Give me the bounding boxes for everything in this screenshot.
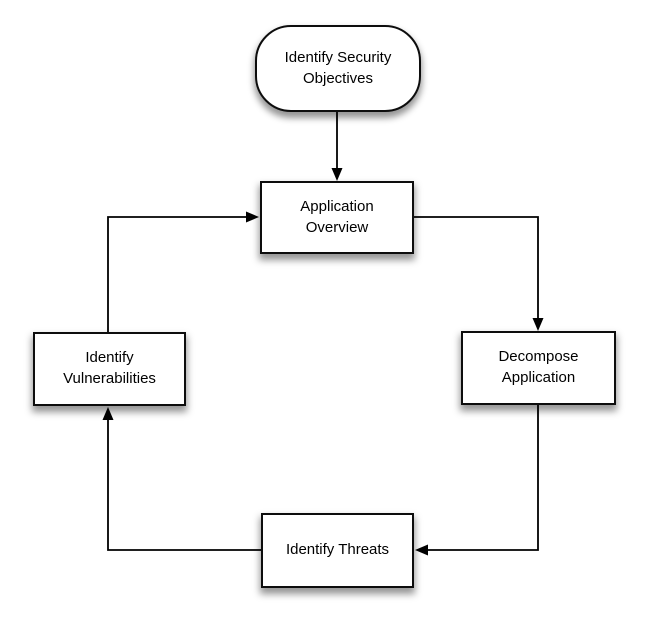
node-label-line: Vulnerabilities xyxy=(63,370,156,387)
node-label-line: Application xyxy=(300,197,374,215)
node-label-line: Objectives xyxy=(302,69,374,87)
node-label-line: Identify Security xyxy=(284,48,392,66)
node-decompose-application: Decompose Application xyxy=(461,331,616,405)
arrowhead-right-icon xyxy=(246,211,259,223)
edge-decompose-to-threats xyxy=(428,405,539,551)
node-label-line: Decompose xyxy=(498,348,579,366)
edge-overview-to-decompose xyxy=(414,216,539,318)
node-identify-threats: Identify Threats xyxy=(261,513,414,588)
edge-vulnerabilities-to-overview xyxy=(107,216,246,332)
node-label-line: Application xyxy=(501,369,576,386)
node-label-line: Overview xyxy=(305,218,369,236)
node-identify-vulnerabilities: Identify Vulnerabilities xyxy=(33,332,186,406)
node-application-overview: Application Overview xyxy=(260,181,414,254)
arrowhead-down-icon xyxy=(532,318,544,331)
node-label-line: Identify Threats xyxy=(285,541,390,559)
arrowhead-left-icon xyxy=(415,544,428,556)
edge-threats-to-vulnerabilities xyxy=(107,420,261,551)
node-identify-security-objectives: Identify Security Objectives xyxy=(255,25,421,112)
node-label-line: Identify xyxy=(85,349,134,367)
arrowhead-down-icon xyxy=(331,168,343,181)
arrowhead-up-icon xyxy=(102,407,114,420)
